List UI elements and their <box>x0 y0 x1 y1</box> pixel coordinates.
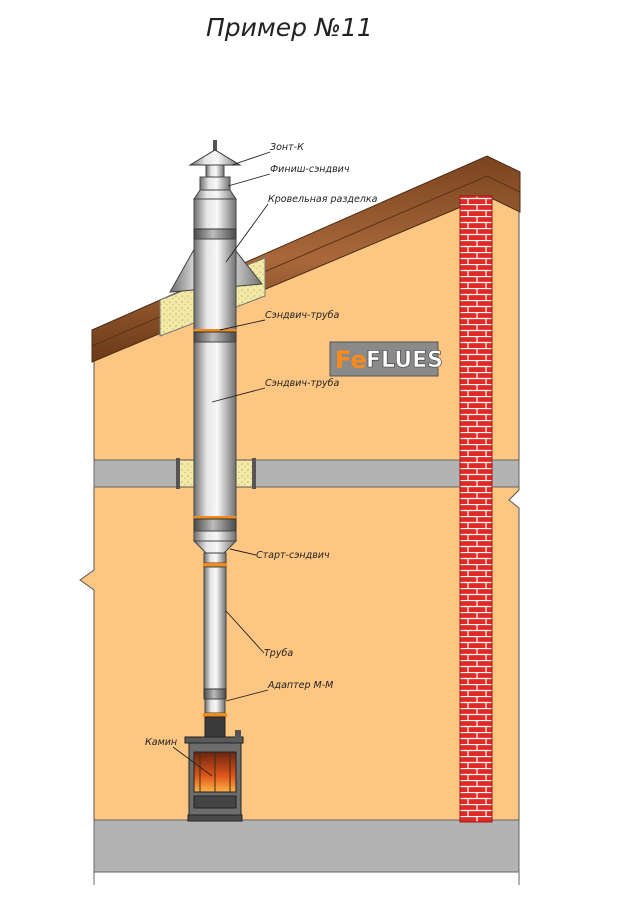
single-pipe <box>203 566 227 690</box>
label-pipe: Труба <box>264 648 293 659</box>
ceiling-slab <box>93 459 520 488</box>
cap-rod <box>213 140 217 152</box>
logo-flues: FLUES <box>366 348 443 373</box>
label-zont: Зонт-К <box>270 142 305 153</box>
label-start: Старт-сэндвич <box>256 550 330 561</box>
brick-chimney <box>459 195 493 823</box>
fireplace <box>184 730 244 822</box>
label-finish: Финиш-сэндвич <box>270 164 350 175</box>
label-fireplace: Камин <box>145 737 177 748</box>
cap-umbrella <box>188 149 242 166</box>
fe-flues-logo: Fe FLUES <box>329 341 443 377</box>
floor <box>93 819 520 873</box>
adapter-mm <box>203 688 227 700</box>
label-roof-pass: Кровельная разделка <box>268 194 378 205</box>
label-adapter: Адаптер М-М <box>267 680 333 691</box>
label-sandwich-1: Сэндвич-труба <box>265 310 339 321</box>
sandwich-pipe-upper <box>193 238 237 332</box>
label-sandwich-2: Сэндвич-труба <box>265 378 339 389</box>
sandwich-pipe-lower <box>193 341 237 519</box>
page-title: Пример №11 <box>206 13 373 42</box>
logo-fe: Fe <box>335 346 367 374</box>
